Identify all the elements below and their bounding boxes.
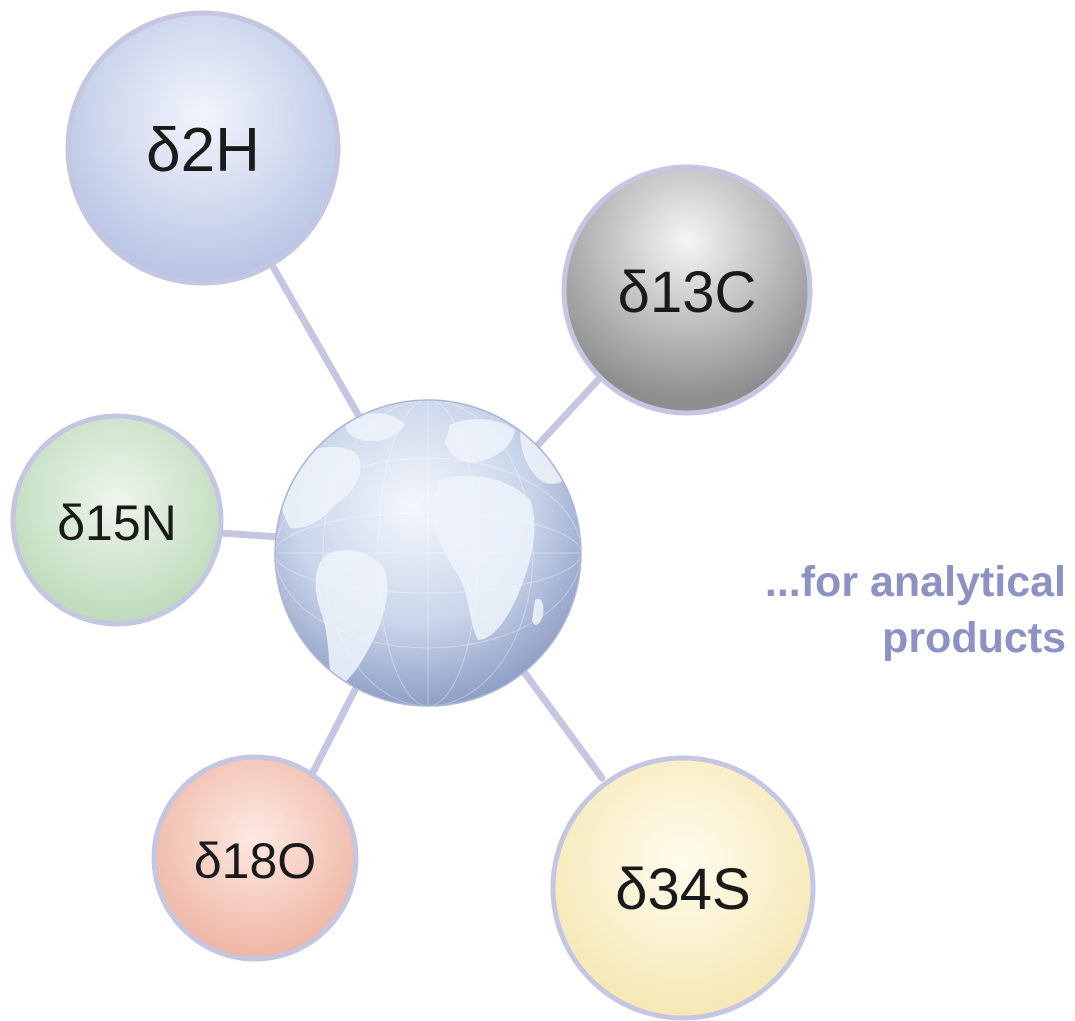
node-label-n15: δ15N [57, 495, 177, 551]
connector-s34 [520, 668, 606, 782]
node-o18: δ18O [151, 754, 359, 962]
tagline-line-2: products [882, 614, 1066, 662]
node-c13: δ13C [561, 164, 813, 416]
node-h2: δ2H [65, 10, 341, 286]
connector-n15 [216, 529, 284, 541]
tagline-line-1: ...for analytical [765, 558, 1066, 606]
connector-c13 [534, 376, 602, 449]
node-s34: δ34S [550, 755, 816, 1021]
connector-o18 [306, 686, 359, 782]
node-label-s34: δ34S [615, 857, 750, 922]
node-label-h2: δ2H [146, 116, 260, 185]
globe-icon [274, 399, 582, 707]
node-label-c13: δ13C [618, 260, 757, 325]
tagline: ...for analytical products [765, 558, 1066, 662]
node-n15: δ15N [10, 413, 224, 627]
connector-h2 [268, 261, 364, 422]
connectors [216, 261, 606, 782]
node-label-o18: δ18O [194, 833, 316, 889]
